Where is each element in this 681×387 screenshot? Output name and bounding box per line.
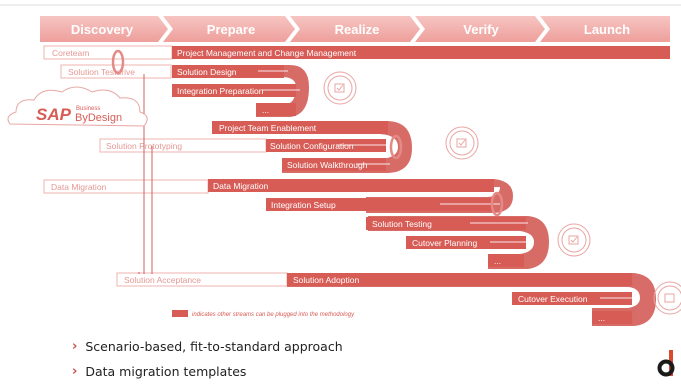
stream-bars <box>172 46 670 324</box>
brand-logo-icon <box>657 350 675 377</box>
swoosh-loops <box>172 65 656 326</box>
stamp-icons <box>323 71 681 315</box>
bar-label: Integration Preparation <box>177 86 264 96</box>
bar-ellipsis <box>488 254 524 267</box>
bar-solution-testing <box>366 217 526 230</box>
sap-brand: SAP <box>36 105 72 124</box>
phase-chevrons: Discovery Prepare Realize Verify Launch <box>40 16 670 42</box>
stamp-icon <box>557 223 591 257</box>
phase-prepare <box>163 16 295 42</box>
legend-swatch <box>172 310 188 317</box>
phase-launch <box>540 16 670 42</box>
bar-ellipsis <box>256 103 296 116</box>
stream-datamigration-label: Data Migration <box>51 182 107 192</box>
bar-label: Project Management and Change Management <box>177 48 357 58</box>
bar-team-enablement <box>212 121 388 134</box>
bar-solution-config <box>266 139 386 152</box>
phase-label: Realize <box>335 22 380 37</box>
bar-label: Cutover Execution <box>518 294 588 304</box>
sap-small: Business <box>76 106 100 112</box>
bar-label: Data Migration <box>213 181 269 191</box>
bar-label: ... <box>494 256 501 266</box>
bar-integration-setup <box>266 198 494 211</box>
sap-bydesign-logo: SAP Business ByDesign <box>7 86 148 127</box>
bar-label: Solution Testing <box>372 219 432 229</box>
bar-ellipsis <box>592 311 632 324</box>
plug-ring-icon <box>389 134 403 160</box>
list-item: › Data migration templates <box>72 359 343 384</box>
bar-label: ... <box>262 105 269 115</box>
bar-project-management <box>172 46 670 59</box>
plug-ring-icon <box>490 191 504 217</box>
bar-label: ... <box>598 313 605 323</box>
stamp-icon <box>323 71 357 105</box>
bar-cutover-planning <box>406 236 526 249</box>
bullet-list: › Scenario-based, fit-to-standard approa… <box>72 334 343 384</box>
bar-label: Project Team Enablement <box>219 123 317 133</box>
list-item: › Scenario-based, fit-to-standard approa… <box>72 334 343 359</box>
chevron-right-icon: › <box>72 364 78 379</box>
phase-label: Launch <box>584 22 630 37</box>
stream-acceptance-label: Solution Acceptance <box>124 275 201 285</box>
plug-ring-icon <box>111 49 125 75</box>
plug-rings <box>111 49 504 217</box>
phase-label: Discovery <box>71 22 134 37</box>
stream-coreteam-label: Coreteam <box>52 48 89 58</box>
bar-integration-prep <box>172 84 296 97</box>
bar-cutover-execution <box>512 292 632 305</box>
bar-label: Cutover Planning <box>412 238 477 248</box>
stamp-icon <box>445 126 479 160</box>
bar-solution-adoption <box>287 273 632 286</box>
bullet-text: Data migration templates <box>85 364 247 379</box>
bar-solution-walkthrough <box>282 158 386 171</box>
bar-label: Solution Walkthrough <box>287 160 368 170</box>
legend: indicates other streams can be plugged i… <box>172 310 355 318</box>
bar-label: Solution Design <box>177 67 237 77</box>
cloud-icon <box>7 86 148 127</box>
phase-verify <box>415 16 545 42</box>
loop-launch <box>287 273 656 326</box>
bar-highlights <box>258 70 634 299</box>
bar-label: Solution Adoption <box>293 275 359 285</box>
bar-label: Solution Configuration <box>270 141 354 151</box>
phase-realize <box>290 16 420 42</box>
phase-label: Verify <box>463 22 499 37</box>
stamp-icon <box>653 281 681 315</box>
phase-discovery <box>40 16 168 42</box>
connector-lines <box>138 74 153 274</box>
phase-label: Prepare <box>207 22 255 37</box>
bar-data-migration <box>208 179 494 192</box>
bar-solution-design <box>172 65 284 78</box>
chevron-right-icon: › <box>72 339 78 354</box>
stream-testdrive-label: Solution Testdrive <box>68 67 135 77</box>
sap-product: ByDesign <box>75 112 122 124</box>
bar-label: Integration Setup <box>271 200 336 210</box>
legend-text: indicates other streams can be plugged i… <box>192 312 355 318</box>
bullet-text: Scenario-based, fit-to-standard approach <box>85 339 343 354</box>
